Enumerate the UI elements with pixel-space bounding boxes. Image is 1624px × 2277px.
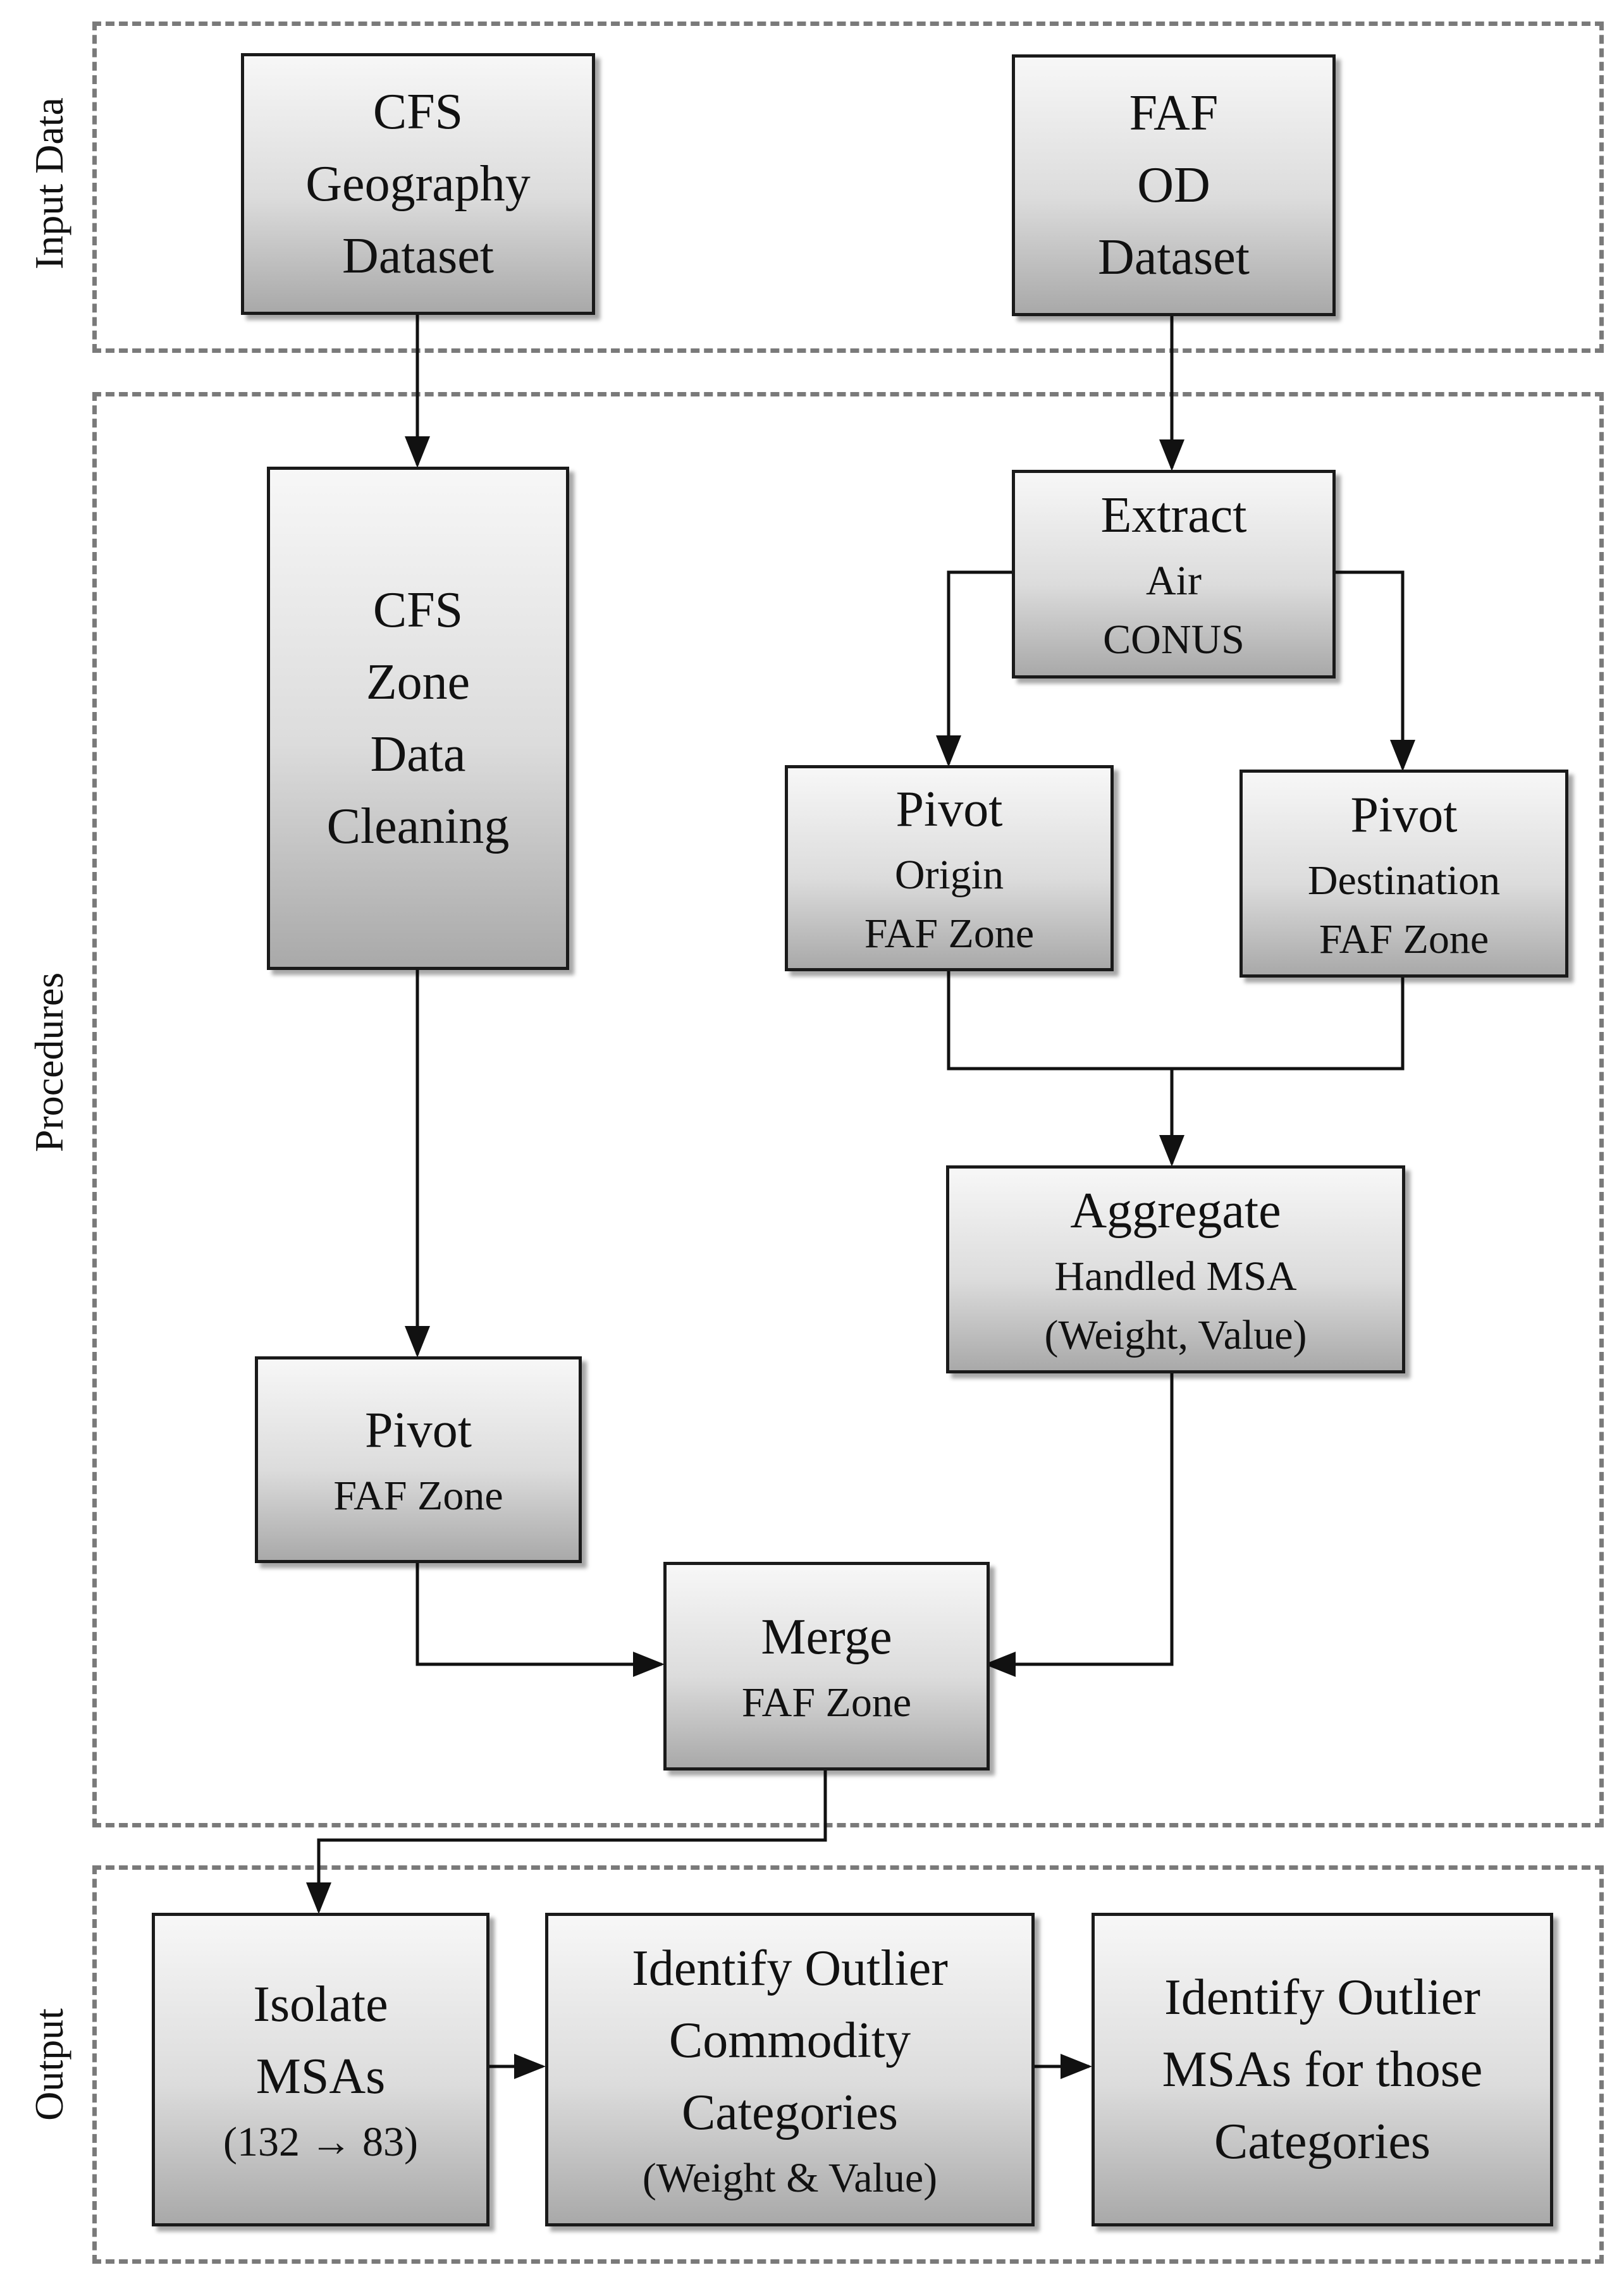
merge-title: Merge [761, 1609, 892, 1665]
cfs-zone-data-cleaning-box: CFS Zone Data Cleaning [267, 467, 569, 970]
identify-categories-line-3: Categories [681, 2084, 899, 2140]
pivot-destination-title: Pivot [1350, 787, 1458, 843]
pivot-origin-line-1: Origin [894, 852, 1004, 898]
cfs-geography-dataset-box: CFS Geography Dataset [241, 53, 595, 315]
cfs-cleaning-line-2: Zone [366, 654, 471, 710]
isolate-note: (132 → 83) [223, 2118, 418, 2165]
extract-title: Extract [1100, 488, 1247, 543]
identify-categories-note: (Weight & Value) [642, 2154, 938, 2201]
aggregate-box: Aggregate Handled MSA (Weight, Value) [946, 1165, 1405, 1373]
identify-outlier-categories-box: Identify Outlier Commodity Categories (W… [545, 1913, 1035, 2226]
input-data-section [92, 21, 1604, 353]
connector-extract-to-pivot-destination [1333, 570, 1415, 771]
cfs-cleaning-line-3: Data [370, 727, 466, 782]
pivot-origin-title: Pivot [895, 782, 1003, 837]
connector-pivot-faf-to-merge [415, 1562, 665, 1677]
faf-od-dataset-box: FAF OD Dataset [1012, 54, 1336, 316]
isolate-line-1: Isolate [253, 1976, 388, 2032]
extract-line-1: Air [1146, 558, 1202, 604]
identify-categories-line-1: Identify Outlier [632, 1940, 948, 1996]
identify-msas-line-1: Identify Outlier [1164, 1970, 1480, 2025]
faf-od-line-2: OD [1137, 157, 1210, 213]
identify-categories-line-2: Commodity [668, 2012, 911, 2068]
merge-faf-zone-box: Merge FAF Zone [663, 1562, 990, 1771]
identify-msas-line-3: Categories [1214, 2114, 1431, 2170]
pivot-faf-zone-box: Pivot FAF Zone [255, 1356, 582, 1563]
procedures-section [92, 392, 1604, 1827]
connector-extract-to-pivot-origin [936, 570, 1012, 767]
identify-msas-line-2: MSAs for those [1162, 2042, 1483, 2097]
merge-line-1: FAF Zone [741, 1679, 912, 1726]
extract-box: Extract Air CONUS [1012, 470, 1336, 678]
faf-od-line-1: FAF [1129, 85, 1219, 141]
pivot-destination-line-1: Destination [1307, 857, 1501, 904]
pivot-faf-line-1: FAF Zone [333, 1473, 503, 1519]
pivot-faf-title: Pivot [365, 1402, 472, 1458]
pivot-origin-line-2: FAF Zone [864, 911, 1035, 957]
output-section [92, 1865, 1604, 2264]
connector-aggregate-to-merge [984, 1372, 1174, 1677]
cfs-geography-line-1: CFS [372, 84, 464, 140]
cfs-cleaning-line-1: CFS [372, 582, 464, 638]
cfs-cleaning-line-4: Cleaning [326, 799, 510, 854]
aggregate-line-2: (Weight, Value) [1044, 1311, 1307, 1358]
connector-merge-to-isolate [306, 1769, 827, 1914]
extract-line-2: CONUS [1103, 617, 1245, 663]
pivot-destination-line-2: FAF Zone [1319, 916, 1489, 962]
cfs-geography-line-3: Dataset [342, 228, 494, 284]
faf-od-line-3: Dataset [1098, 230, 1250, 285]
connector-pivot-origin-to-aggregate [947, 970, 1184, 1167]
aggregate-line-1: Handled MSA [1054, 1253, 1297, 1299]
pivot-destination-box: Pivot Destination FAF Zone [1240, 770, 1568, 978]
isolate-msas-box: Isolate MSAs (132 → 83) [152, 1913, 489, 2226]
isolate-line-2: MSAs [255, 2048, 386, 2104]
aggregate-title: Aggregate [1070, 1182, 1281, 1239]
identify-outlier-msas-box: Identify Outlier MSAs for those Categori… [1092, 1913, 1553, 2226]
pivot-origin-box: Pivot Origin FAF Zone [785, 765, 1114, 971]
cfs-geography-line-2: Geography [305, 156, 531, 212]
connector-pivot-destination-to-aggregate [1172, 976, 1405, 1071]
